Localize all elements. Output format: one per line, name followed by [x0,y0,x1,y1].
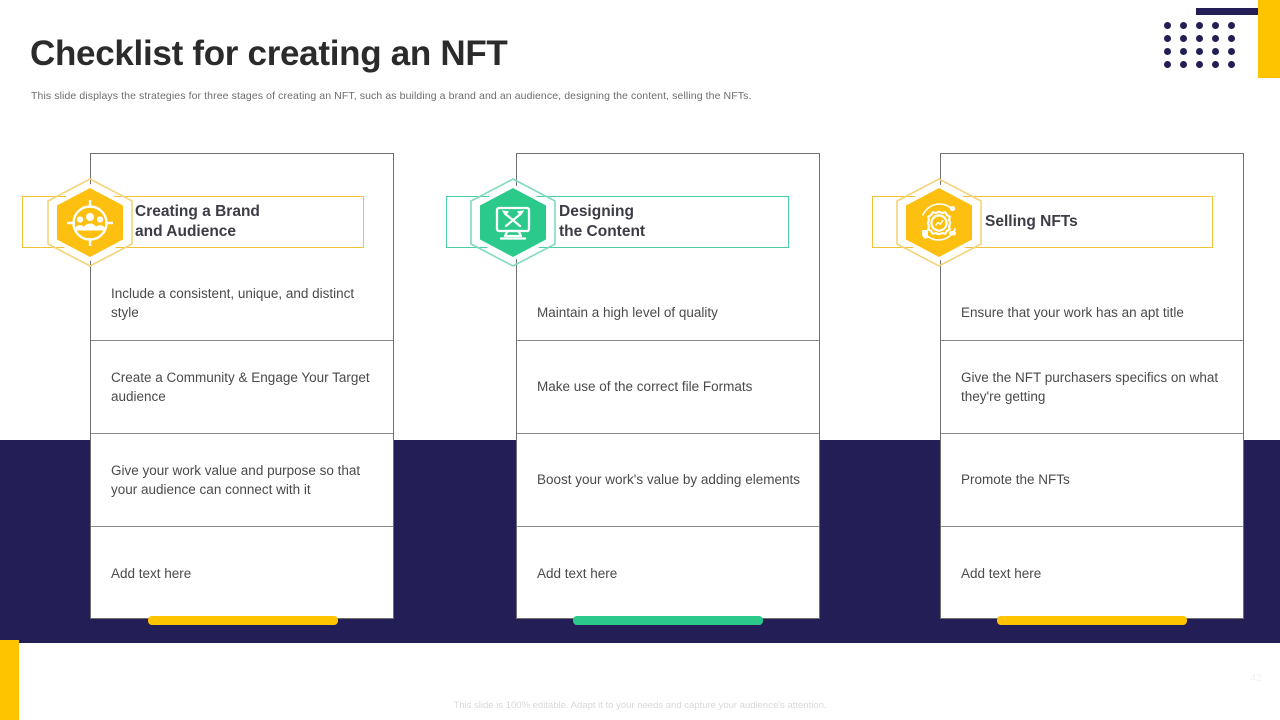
list-item-text: Add text here [111,565,192,581]
list-item-text: Include a consistent, unique, and distin… [111,285,355,320]
page-number: 42 [1250,672,1262,684]
column-accent-bar-1 [148,616,338,625]
list-item-text: Create a Community & Engage Your Target … [111,369,370,404]
top-right-navy-bar [1196,8,1258,15]
target-audience-icon [44,177,136,268]
left-yellow-accent [0,640,19,720]
list-item[interactable]: Promote the NFTs [941,434,1243,527]
gear-analytics-icon [893,177,985,268]
list-item[interactable]: Ensure that your work has an apt title [941,154,1243,341]
list-item-text: Give your work value and purpose so that… [111,462,361,497]
list-item-text: Promote the NFTs [961,472,1070,488]
list-item[interactable]: Create a Community & Engage Your Target … [91,341,393,434]
list-item-text: Make use of the correct file Formats [537,379,753,395]
list-item-text: Ensure that your work has an apt title [961,304,1184,320]
list-item[interactable]: Include a consistent, unique, and distin… [91,154,393,341]
list-item-text: Maintain a high level of quality [537,304,718,320]
design-tools-monitor-icon [467,177,559,268]
list-item[interactable]: Give your work value and purpose so that… [91,434,393,527]
list-item[interactable]: Make use of the correct file Formats [517,341,819,434]
list-item-text: Boost your work's value by adding elemen… [537,472,800,488]
column-heading-2: Designing the Content [559,203,646,240]
list-item[interactable]: Add text here [91,527,393,620]
list-item[interactable]: Maintain a high level of quality [517,154,819,341]
dot-grid-decoration [1164,22,1244,74]
list-item[interactable]: Give the NFT purchasers specifics on wha… [941,341,1243,434]
page-title: Checklist for creating an NFT [30,34,508,73]
list-item[interactable]: Add text here [941,527,1243,620]
list-item-text: Add text here [537,565,618,581]
list-item-text: Give the NFT purchasers specifics on wha… [961,369,1219,404]
list-item[interactable]: Boost your work's value by adding elemen… [517,434,819,527]
column-accent-bar-3 [997,616,1187,625]
column-accent-bar-2 [573,616,763,625]
column-heading-1: Creating a Brand and Audience [135,203,260,240]
list-item[interactable]: Add text here [517,527,819,620]
footer-note: This slide is 100% editable. Adapt it to… [453,700,827,711]
list-item-text: Add text here [961,565,1042,581]
top-right-yellow-bar [1258,0,1280,78]
column-heading-3: Selling NFTs [985,213,1078,231]
page-subtitle: This slide displays the strategies for t… [31,90,752,102]
